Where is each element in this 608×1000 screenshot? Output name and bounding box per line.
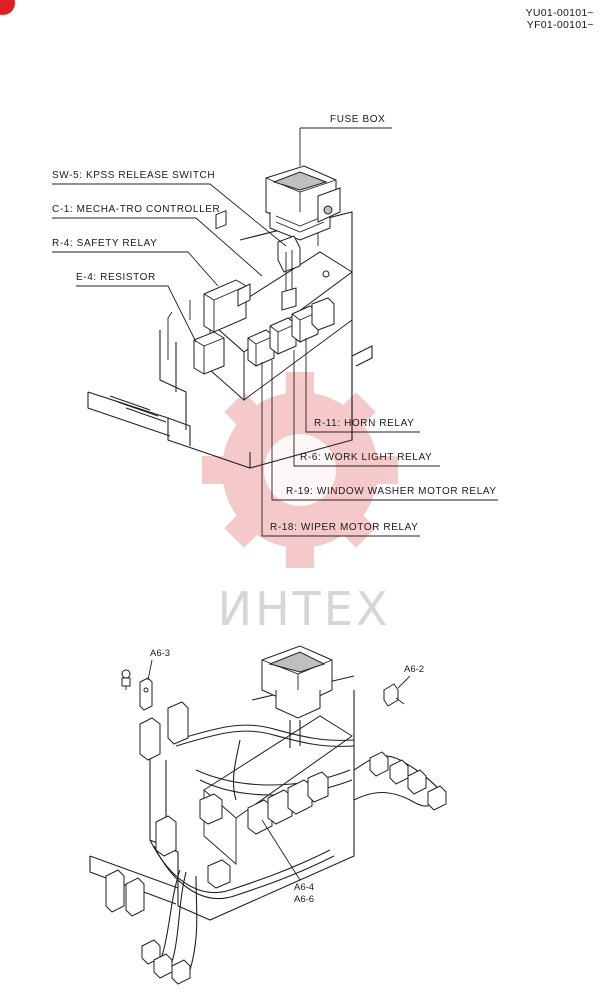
label-c1-mecha-tro-controller: C-1: MECHA-TRO CONTROLLER: [52, 204, 221, 215]
serial-range-2: YF01-00101~: [526, 19, 594, 31]
corner-badge: [0, 0, 15, 15]
label-sw5-kpss-release-switch: SW-5: KPSS RELEASE SWITCH: [52, 170, 216, 181]
callout-a6-6: A6-6: [294, 894, 315, 905]
bolt-a6-2: [383, 683, 405, 707]
label-r6-work-light-relay: R-6: WORK LIGHT RELAY: [300, 452, 433, 463]
watermark-text: ИНТЕХ: [217, 582, 391, 636]
leader-lines-upper: [52, 127, 498, 537]
relay-row: [247, 297, 335, 367]
safety-relay-lower: [139, 701, 231, 889]
callout-a6-3: A6-3: [150, 648, 171, 659]
fuse-box-lower: [261, 645, 333, 719]
serial-range-1: YU01-00101~: [525, 7, 594, 19]
fuse-box: [265, 165, 341, 241]
wire-harness: [149, 720, 441, 971]
kpss-switch: [277, 235, 301, 311]
label-fuse-box: FUSE BOX: [330, 114, 386, 125]
label-r19-window-washer-motor-relay: R-19: WINDOW WASHER MOTOR RELAY: [286, 486, 497, 497]
connector-cluster-right: [369, 751, 447, 811]
leader-lines-lower: [147, 659, 411, 881]
label-r11-horn-relay: R-11: HORN RELAY: [314, 418, 415, 429]
label-r4-safety-relay: R-4: SAFETY RELAY: [52, 238, 158, 249]
label-r18-wiper-motor-relay: R-18: WIPER MOTOR RELAY: [270, 522, 419, 533]
safety-relay: [203, 209, 251, 333]
resistor: [193, 331, 225, 375]
connector-cluster-bottom: [105, 869, 191, 985]
label-e4-resistor: E-4: RESISTOR: [76, 272, 156, 283]
callout-a6-2: A6-2: [404, 664, 425, 675]
callout-a6-4: A6-4: [294, 882, 315, 893]
clip-a6-3: [139, 677, 153, 711]
bolt-a6-3: [121, 669, 131, 690]
